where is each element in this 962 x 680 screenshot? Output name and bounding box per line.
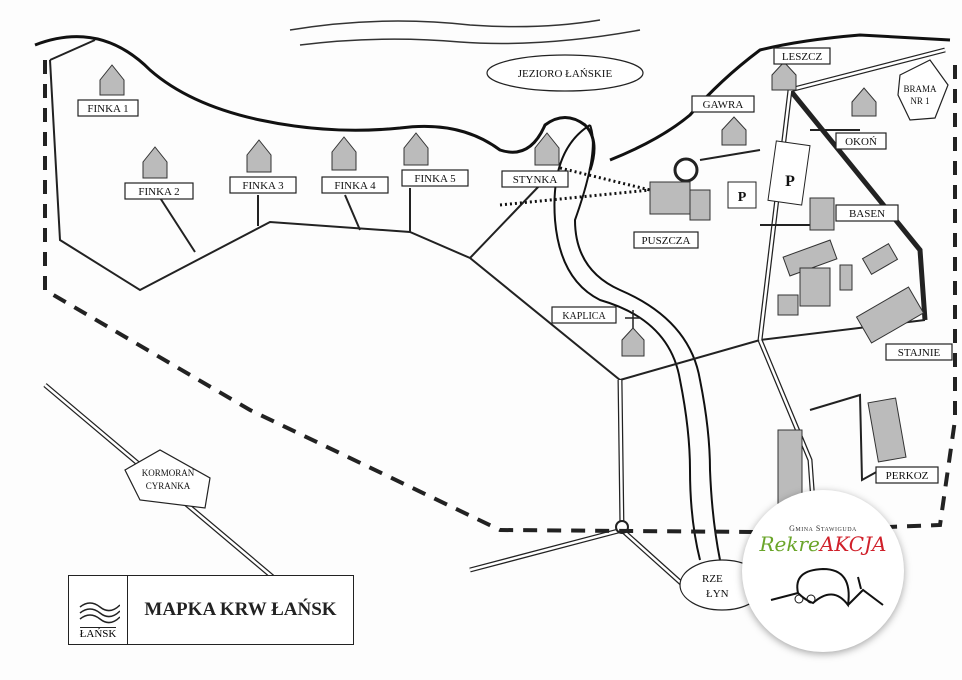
svg-text:PUSZCZA: PUSZCZA xyxy=(642,235,691,247)
svg-text:FINKA 3: FINKA 3 xyxy=(242,180,284,192)
svg-text:STYNKA: STYNKA xyxy=(513,174,558,186)
lansk-logo: ŁAŃSK xyxy=(69,576,128,644)
map-title: MAPKA KRW ŁAŃSK xyxy=(144,599,337,620)
parking-1 xyxy=(727,181,757,209)
svg-text:FINKA 5: FINKA 5 xyxy=(414,173,456,185)
lake-shoreline xyxy=(34,35,596,171)
svg-text:ŁYN: ŁYN xyxy=(706,588,729,600)
rekreakcja-badge: Gmina Stawiguda RekreAKCJA xyxy=(742,490,904,652)
buildings xyxy=(99,61,925,511)
svg-text:BASEN: BASEN xyxy=(849,208,885,220)
lake-label-oval xyxy=(486,54,644,92)
svg-text:BRAMA: BRAMA xyxy=(903,84,937,94)
svg-text:CYRANKA: CYRANKA xyxy=(146,481,191,491)
svg-text:GAWRA: GAWRA xyxy=(703,99,744,111)
lake-label: JEZIORO ŁAŃSKIE xyxy=(518,68,613,80)
svg-text:STAJNIE: STAJNIE xyxy=(898,347,941,359)
svg-text:KORMORAN: KORMORAN xyxy=(142,468,195,478)
svg-text:P: P xyxy=(738,190,747,205)
svg-text:FINKA 1: FINKA 1 xyxy=(87,103,128,115)
river xyxy=(553,124,701,561)
svg-text:P: P xyxy=(785,173,795,190)
svg-text:FINKA 2: FINKA 2 xyxy=(138,186,179,198)
lake-shoreline-east xyxy=(609,33,951,162)
svg-text:LESZCZ: LESZCZ xyxy=(782,51,823,63)
svg-text:KAPLICA: KAPLICA xyxy=(562,311,606,322)
map-title-box: ŁAŃSK MAPKA KRW ŁAŃSK xyxy=(68,575,354,645)
svg-text:FINKA 4: FINKA 4 xyxy=(334,180,376,192)
waves-icon xyxy=(79,602,120,624)
svg-text:PERKOZ: PERKOZ xyxy=(886,470,929,482)
svg-text:OKOŃ: OKOŃ xyxy=(845,136,877,148)
svg-text:NR 1: NR 1 xyxy=(910,96,929,106)
activity-illustration-icon xyxy=(770,567,884,608)
svg-text:RZE: RZE xyxy=(702,573,723,585)
property-boundary xyxy=(43,60,957,535)
parking-2 xyxy=(767,140,811,206)
